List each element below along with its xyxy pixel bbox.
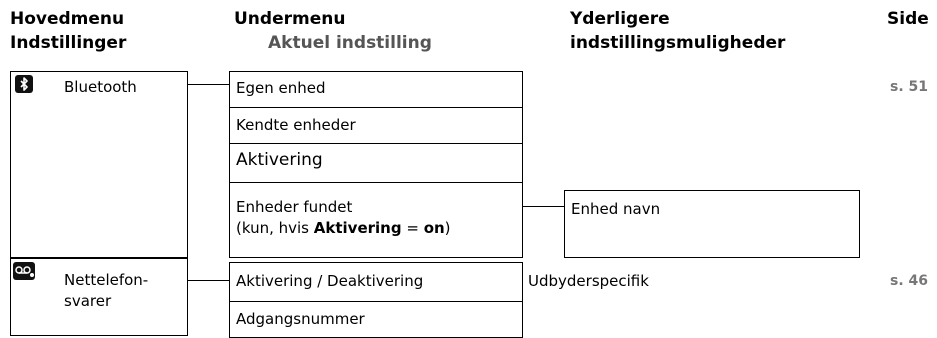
submenu-found-devices-note: (kun, hvis Aktivering = on) xyxy=(236,218,451,239)
submenu-toggle-label: Aktivering / Deaktivering xyxy=(236,272,424,290)
header-main-menu-line1: Hovedmenu xyxy=(10,9,125,29)
submenu-known-devices-label: Kendte enheder xyxy=(236,116,356,134)
answering-machine-label: Nettelefon- svarer xyxy=(64,270,148,312)
header-submenu: Undermenu Aktuel indstilling xyxy=(234,7,432,55)
further-provider-label: Udbyderspecifik xyxy=(528,272,649,290)
connector-bluetooth xyxy=(188,84,229,85)
page-ref-answering-machine[interactable]: s. 46 xyxy=(890,273,929,289)
note-mid: = xyxy=(401,219,424,237)
note-bold-on: on xyxy=(423,219,445,237)
submenu-found-devices-text: Enheder fundet (kun, hvis Aktivering = o… xyxy=(236,197,451,239)
header-page: Side xyxy=(887,9,929,29)
submenu-own-device-label: Egen enhed xyxy=(236,79,326,97)
header-further-line2: indstillingsmuligheder xyxy=(570,33,786,53)
header-submenu-line2: Aktuel indstilling xyxy=(268,33,432,53)
note-prefix: (kun, hvis xyxy=(236,219,314,237)
submenu-found-devices[interactable] xyxy=(229,182,523,258)
further-device-name-label: Enhed navn xyxy=(571,200,661,218)
submenu-found-devices-label: Enheder fundet xyxy=(236,198,353,216)
note-bold-activation: Aktivering xyxy=(313,219,402,237)
page-ref-bluetooth[interactable]: s. 51 xyxy=(890,79,929,95)
header-submenu-line1: Undermenu xyxy=(234,9,346,29)
header-further-line1: Yderligere xyxy=(570,9,670,29)
connector-found-devices xyxy=(523,206,564,207)
note-suffix: ) xyxy=(444,219,451,237)
further-device-name[interactable] xyxy=(564,190,860,258)
bluetooth-label: Bluetooth xyxy=(64,78,137,96)
header-main-menu-line2: Indstillinger xyxy=(10,33,127,53)
answering-machine-label-line1: Nettelefon- xyxy=(64,271,149,289)
connector-answering-machine xyxy=(188,280,229,281)
bluetooth-menu-box[interactable] xyxy=(10,71,188,258)
answering-machine-label-line2: svarer xyxy=(64,292,112,310)
voicemail-icon xyxy=(13,262,35,280)
header-main-menu: Hovedmenu Indstillinger xyxy=(10,7,126,55)
bluetooth-icon xyxy=(15,75,33,93)
submenu-activation-label: Aktivering xyxy=(236,150,323,170)
submenu-access-number-label: Adgangsnummer xyxy=(236,310,365,328)
header-further-options: Yderligere indstillingsmuligheder xyxy=(570,7,785,55)
